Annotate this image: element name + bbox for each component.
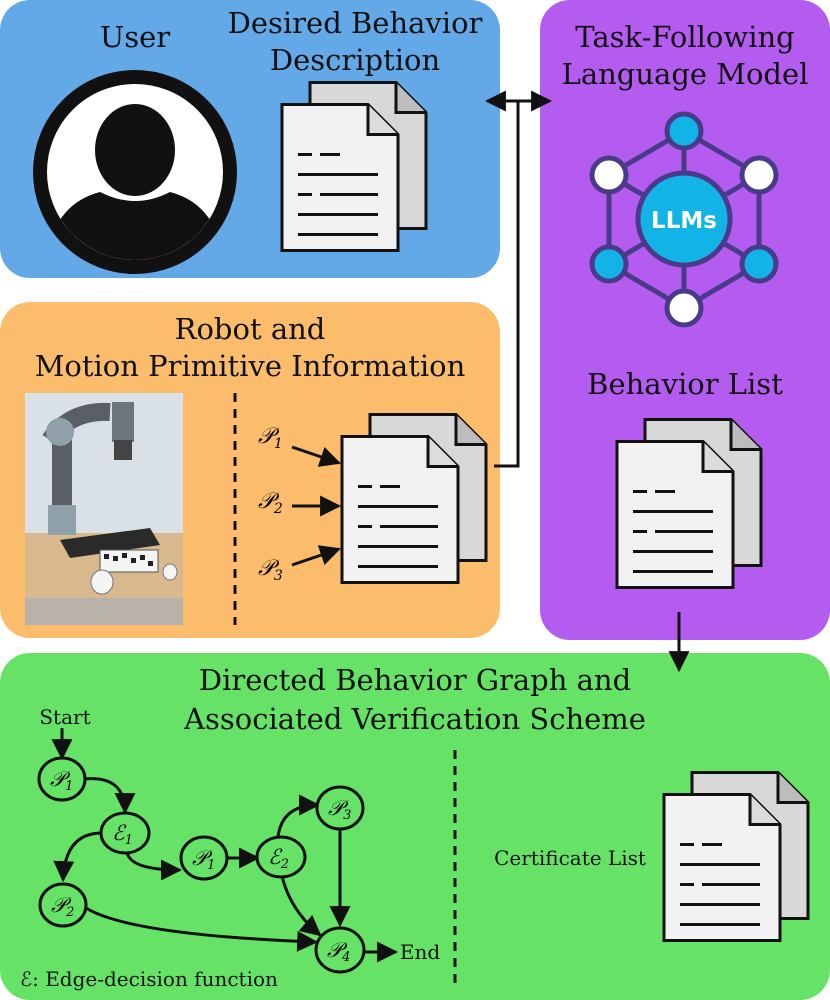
behavior-graph-nodes: 𝒫1 ℰ1 𝒫1 ℰ2 𝒫3 𝒫2 𝒫4 <box>37 756 366 974</box>
primitive-labels: 𝒫1 𝒫2 𝒫3 <box>258 424 283 584</box>
graph-node-p1: 𝒫1 <box>37 756 87 802</box>
primitive-label-p2: 𝒫2 <box>258 489 283 517</box>
edge-p2-p4 <box>85 906 319 952</box>
robot-arm-photo <box>25 393 183 625</box>
primitive-label-p1-sub: 1 <box>274 436 283 452</box>
certificate-document-icon <box>664 773 808 941</box>
robot-info-connector <box>494 101 520 468</box>
motion-primitive-document-icon <box>342 415 486 583</box>
edge-decision-legend: ℰ: Edge-decision function <box>20 967 278 991</box>
primitive-arrow-p1 <box>291 445 341 467</box>
edge-p1-e1 <box>83 777 136 815</box>
behavior-list-document-icon <box>617 420 761 588</box>
robot-title-line1: Robot and <box>174 312 326 346</box>
graph-node-p2: 𝒫2 <box>38 882 88 928</box>
edge-e1-p1b <box>125 851 183 881</box>
graph-node-p3: 𝒫3 <box>315 785 365 831</box>
primitive-label-p3-sub: 3 <box>274 568 283 584</box>
user-avatar-icon <box>33 70 237 274</box>
desired-behavior-title-line2: Description <box>269 43 441 77</box>
edge-e1-p2 <box>53 831 103 883</box>
primitive-label-p1: 𝒫1 <box>258 424 283 452</box>
behavior-graph-edges <box>51 728 399 963</box>
llm-network-icon: LLMs <box>589 111 779 328</box>
end-label: End <box>399 940 441 964</box>
primitive-label-p2-sub: 2 <box>273 501 283 517</box>
desired-behavior-title-line1: Desired Behavior <box>227 6 483 40</box>
edge-e2-p3 <box>276 794 321 838</box>
user-label: User <box>99 20 171 54</box>
llm-title-line1: Task-Following <box>575 20 795 54</box>
graph-node-p1b: 𝒫1 <box>179 835 229 881</box>
graph-node-e1: ℰ1 <box>99 811 151 855</box>
behavior-list-label: Behavior List <box>587 367 783 401</box>
svg-text:ℰ2: ℰ2 <box>268 845 289 872</box>
robot-title-line2: Motion Primitive Information <box>34 349 466 383</box>
primitive-arrow-p3 <box>291 545 341 567</box>
certificate-list-label: Certificate List <box>494 846 646 870</box>
graph-title-line1: Directed Behavior Graph and <box>198 663 632 697</box>
edge-e2-p4 <box>280 875 322 937</box>
desired-behavior-document-icon <box>282 83 426 251</box>
primitive-label-p3: 𝒫3 <box>258 556 283 584</box>
graph-title-line2: Associated Verification Scheme <box>184 702 646 736</box>
panel-connectors <box>484 90 690 673</box>
svg-text:ℰ1: ℰ1 <box>112 821 133 848</box>
graph-node-e2: ℰ2 <box>255 835 307 879</box>
graph-node-p4: 𝒫4 <box>314 926 366 974</box>
start-label: Start <box>39 705 91 729</box>
llm-title-line2: Language Model <box>561 57 809 91</box>
llm-badge-text: LLMs <box>651 208 717 234</box>
